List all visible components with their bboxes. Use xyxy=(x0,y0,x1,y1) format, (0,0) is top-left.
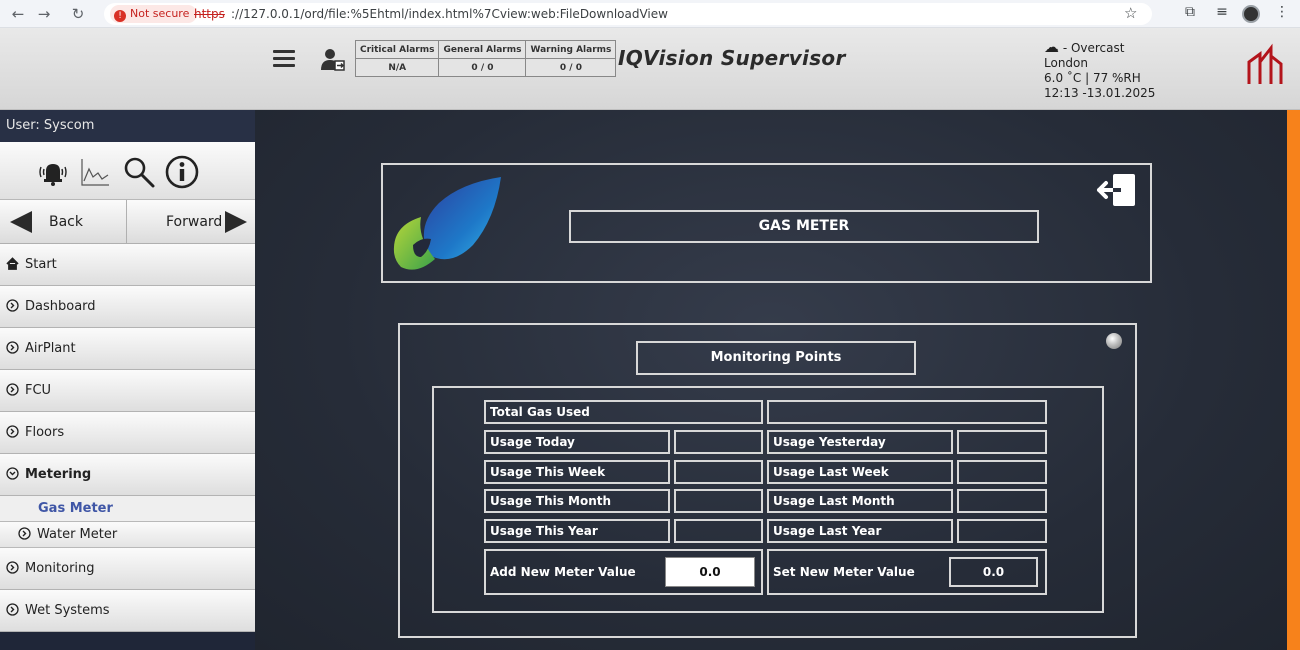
usage-yesterday-label: Usage Yesterday xyxy=(767,430,953,454)
back-arrow-icon xyxy=(10,211,32,233)
back-forward-row: Back Forward xyxy=(0,200,255,244)
sidebar-item-start[interactable]: Start xyxy=(0,244,255,286)
cloud-icon: ☁ xyxy=(1044,38,1059,56)
sidebar-item-airplant[interactable]: AirPlant xyxy=(0,328,255,370)
warning-alarms-header: Warning Alarms xyxy=(525,40,617,59)
add-meter-value-row: Add New Meter Value xyxy=(484,549,763,595)
weather-condition: - Overcast xyxy=(1059,41,1125,55)
app-title: IQVision Supervisor xyxy=(618,46,846,70)
total-gas-used-value xyxy=(767,400,1047,424)
reload-icon[interactable]: ↻ xyxy=(71,5,85,23)
usage-this-month-label: Usage This Month xyxy=(484,489,670,513)
circle-chevron-right-icon xyxy=(6,561,19,574)
usage-yesterday-value xyxy=(957,430,1047,454)
usage-this-year-value xyxy=(674,519,763,543)
usage-this-week-label: Usage This Week xyxy=(484,460,670,484)
weather-temp-humidity: 6.0 ˚C | 77 %RH xyxy=(1044,71,1141,85)
alarm-summary-table[interactable]: Critical Alarms General Alarms Warning A… xyxy=(354,40,617,77)
tool-row xyxy=(0,142,255,200)
gas-flame-logo xyxy=(393,177,501,270)
general-alarms-header: General Alarms xyxy=(438,40,527,59)
circle-chevron-down-icon xyxy=(6,467,19,480)
circle-chevron-right-icon xyxy=(6,299,19,312)
media-controls-icon[interactable]: ≡ xyxy=(1216,4,1228,20)
usage-last-year-value xyxy=(957,519,1047,543)
url-text: ://127.0.0.1/ord/file:%5Ehtml/index.html… xyxy=(231,7,668,21)
trend-chart-icon[interactable] xyxy=(78,155,112,189)
exit-icon[interactable] xyxy=(1095,172,1139,208)
warning-icon: ! xyxy=(114,10,126,22)
circle-chevron-right-icon xyxy=(6,341,19,354)
warning-alarms-value: 0 / 0 xyxy=(525,58,617,77)
add-meter-value-input[interactable]: 0.0 xyxy=(665,557,755,587)
accent-strip xyxy=(1287,110,1300,650)
app-header: Critical Alarms General Alarms Warning A… xyxy=(0,28,1300,110)
forward-button[interactable]: Forward xyxy=(128,200,255,244)
back-arrow-icon[interactable]: ← xyxy=(11,5,25,23)
usage-last-week-label: Usage Last Week xyxy=(767,460,953,484)
usage-this-month-value xyxy=(674,489,763,513)
extensions-icon[interactable]: ⧉ xyxy=(1185,4,1195,20)
home-icon xyxy=(6,257,19,270)
profile-avatar-icon[interactable] xyxy=(1242,5,1260,23)
circle-chevron-right-icon xyxy=(18,527,31,540)
building-logo-icon xyxy=(1247,43,1283,84)
usage-today-label: Usage Today xyxy=(484,430,670,454)
user-logout-icon[interactable] xyxy=(320,48,346,72)
address-bar[interactable]: !Not secure https ://127.0.0.1/ord/file:… xyxy=(104,3,1152,25)
alarm-bell-icon[interactable] xyxy=(36,155,70,189)
sidebar: User: Syscom Back Forward xyxy=(0,110,255,650)
usage-this-week-value xyxy=(674,460,763,484)
usage-last-month-label: Usage Last Month xyxy=(767,489,953,513)
sidebar-item-metering[interactable]: Metering xyxy=(0,454,255,496)
monitoring-grid: Total Gas Used Usage Today Usage Yesterd… xyxy=(432,386,1104,613)
main-content: GAS METER Monitoring Points Total Gas Us… xyxy=(255,110,1287,650)
not-secure-badge[interactable]: !Not secure xyxy=(110,5,198,23)
sidebar-item-fcu[interactable]: FCU xyxy=(0,370,255,412)
more-menu-icon[interactable]: ⋮ xyxy=(1275,4,1289,20)
set-meter-value-row: Set New Meter Value xyxy=(767,549,1047,595)
critical-alarms-value: N/A xyxy=(354,58,440,77)
usage-this-year-label: Usage This Year xyxy=(484,519,670,543)
circle-chevron-right-icon xyxy=(6,383,19,396)
weather-datetime: 12:13 -13.01.2025 xyxy=(1044,86,1156,100)
set-meter-value-label: Set New Meter Value xyxy=(773,565,915,579)
usage-last-year-label: Usage Last Year xyxy=(767,519,953,543)
circle-chevron-right-icon xyxy=(6,603,19,616)
browser-toolbar: ← → ↻ !Not secure https ://127.0.0.1/ord… xyxy=(0,0,1300,28)
title-panel: GAS METER xyxy=(381,163,1152,283)
weather-city: London xyxy=(1044,56,1088,70)
add-meter-value-label: Add New Meter Value xyxy=(490,565,636,579)
sidebar-item-wet-systems[interactable]: Wet Systems xyxy=(0,590,255,632)
sidebar-item-monitoring[interactable]: Monitoring xyxy=(0,548,255,590)
usage-last-week-value xyxy=(957,460,1047,484)
sidebar-item-dashboard[interactable]: Dashboard xyxy=(0,286,255,328)
usage-last-month-value xyxy=(957,489,1047,513)
sidebar-item-floors[interactable]: Floors xyxy=(0,412,255,454)
hamburger-menu-icon[interactable] xyxy=(273,50,295,68)
weather-widget: ☁ - Overcast London 6.0 ˚C | 77 %RH 12:1… xyxy=(1044,40,1155,101)
monitoring-title: Monitoring Points xyxy=(636,341,916,375)
general-alarms-value: 0 / 0 xyxy=(438,58,527,77)
url-scheme: https xyxy=(194,7,225,21)
search-icon[interactable] xyxy=(122,155,156,189)
current-user: User: Syscom xyxy=(0,110,255,142)
circle-chevron-right-icon xyxy=(6,425,19,438)
info-icon[interactable] xyxy=(165,155,199,189)
usage-today-value xyxy=(674,430,763,454)
forward-arrow-icon xyxy=(225,211,247,233)
status-led-indicator xyxy=(1106,333,1122,349)
sidebar-subitem-water-meter[interactable]: Water Meter xyxy=(0,522,255,548)
set-meter-value-field[interactable]: 0.0 xyxy=(949,557,1038,587)
monitoring-panel: Monitoring Points Total Gas Used Usage T… xyxy=(398,323,1137,638)
bookmark-star-icon[interactable]: ☆ xyxy=(1124,4,1138,22)
sidebar-subitem-gas-meter[interactable]: Gas Meter xyxy=(0,496,255,522)
forward-arrow-icon[interactable]: → xyxy=(37,5,51,23)
critical-alarms-header: Critical Alarms xyxy=(354,40,440,59)
page-title: GAS METER xyxy=(569,210,1039,243)
back-button[interactable]: Back xyxy=(0,200,127,244)
total-gas-used-label: Total Gas Used xyxy=(484,400,763,424)
